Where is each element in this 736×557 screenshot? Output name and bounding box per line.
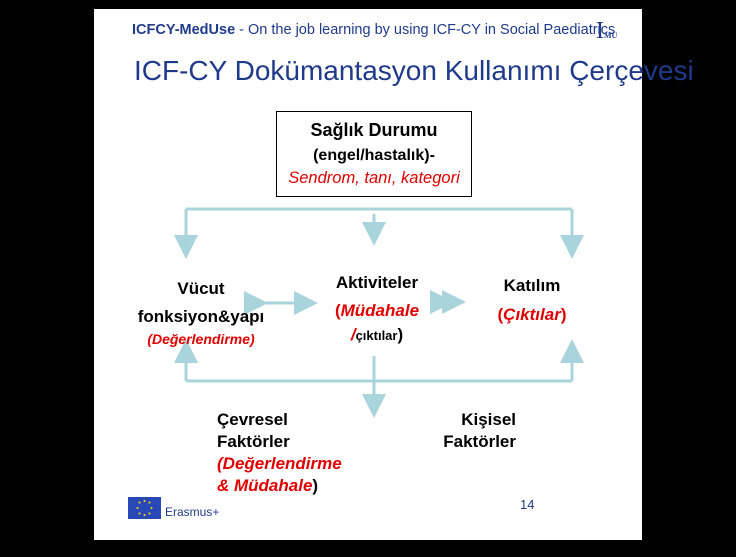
activities-outcomes-label: çıktılar xyxy=(355,328,398,343)
health-condition-subtitle: (engel/hastalık)- xyxy=(313,147,435,164)
slide-header: ICFCY-MedUse - On the job learning by us… xyxy=(132,22,615,38)
participation-node: Katılım (Çıktılar) xyxy=(482,275,582,326)
health-condition-detail: Sendrom, tanı, kategori xyxy=(288,169,460,187)
participation-paren-close: ) xyxy=(560,305,567,324)
body-function-assessment: (Değerlendirme) xyxy=(147,331,255,347)
environmental-intervention-label: & Müdahale xyxy=(217,476,313,495)
participation-title: Katılım xyxy=(503,276,561,295)
activities-outcomes: /çıktılar) xyxy=(312,324,442,347)
header-project-name: ICFCY-MedUse xyxy=(132,22,236,38)
participation-outcomes: (Çıktılar) xyxy=(482,304,582,326)
imu-logo: IMU xyxy=(596,18,617,45)
logo-letter: I xyxy=(596,18,604,44)
environmental-intervention: & Müdahale) xyxy=(217,475,342,497)
personal-subtitle: Faktörler xyxy=(443,432,516,451)
logo-subscript: MU xyxy=(604,31,618,40)
environmental-subtitle: Faktörler xyxy=(217,432,290,451)
activities-paren-close: ) xyxy=(397,325,404,344)
body-function-title: Vücut xyxy=(177,279,225,298)
slide-title: ICF-CY Dokümantasyon Kullanımı Çerçevesi xyxy=(134,55,694,86)
environmental-paren-close: ) xyxy=(312,476,319,495)
body-function-subtitle: fonksiyon&yapı xyxy=(137,307,265,326)
header-subtitle: - On the job learning by using ICF-CY in… xyxy=(235,22,616,38)
environmental-factors-node: Çevresel Faktörler (Değerlendirme & Müda… xyxy=(217,409,342,497)
health-condition-title: Sağlık Durumu xyxy=(310,120,438,140)
personal-title: Kişisel xyxy=(461,410,516,429)
personal-factors-node: Kişisel Faktörler xyxy=(440,409,516,453)
activities-intervention: (Müdahale xyxy=(312,300,442,322)
activities-paren-open: ( xyxy=(334,301,341,320)
health-condition-box: Sağlık Durumu (engel/hastalık)- Sendrom,… xyxy=(276,111,472,197)
body-function-node: Vücut fonksiyon&yapı (Değerlendirme) xyxy=(126,278,276,350)
slide xyxy=(94,9,642,540)
eu-flag-icon xyxy=(128,497,161,519)
activities-slash: / xyxy=(350,325,356,344)
participation-outcomes-label: Çıktılar xyxy=(503,305,561,324)
erasmus-label: Erasmus+ xyxy=(165,505,220,519)
participation-paren-open: ( xyxy=(497,305,504,324)
environmental-title: Çevresel xyxy=(217,410,288,429)
page-number: 14 xyxy=(520,497,535,512)
activities-node: Aktiviteler (Müdahale /çıktılar) xyxy=(312,272,442,347)
eu-stars-icon xyxy=(136,500,153,516)
activities-intervention-label: Müdahale xyxy=(340,301,420,320)
environmental-assessment: (Değerlendirme xyxy=(217,454,342,473)
activities-title: Aktiviteler xyxy=(335,273,419,292)
